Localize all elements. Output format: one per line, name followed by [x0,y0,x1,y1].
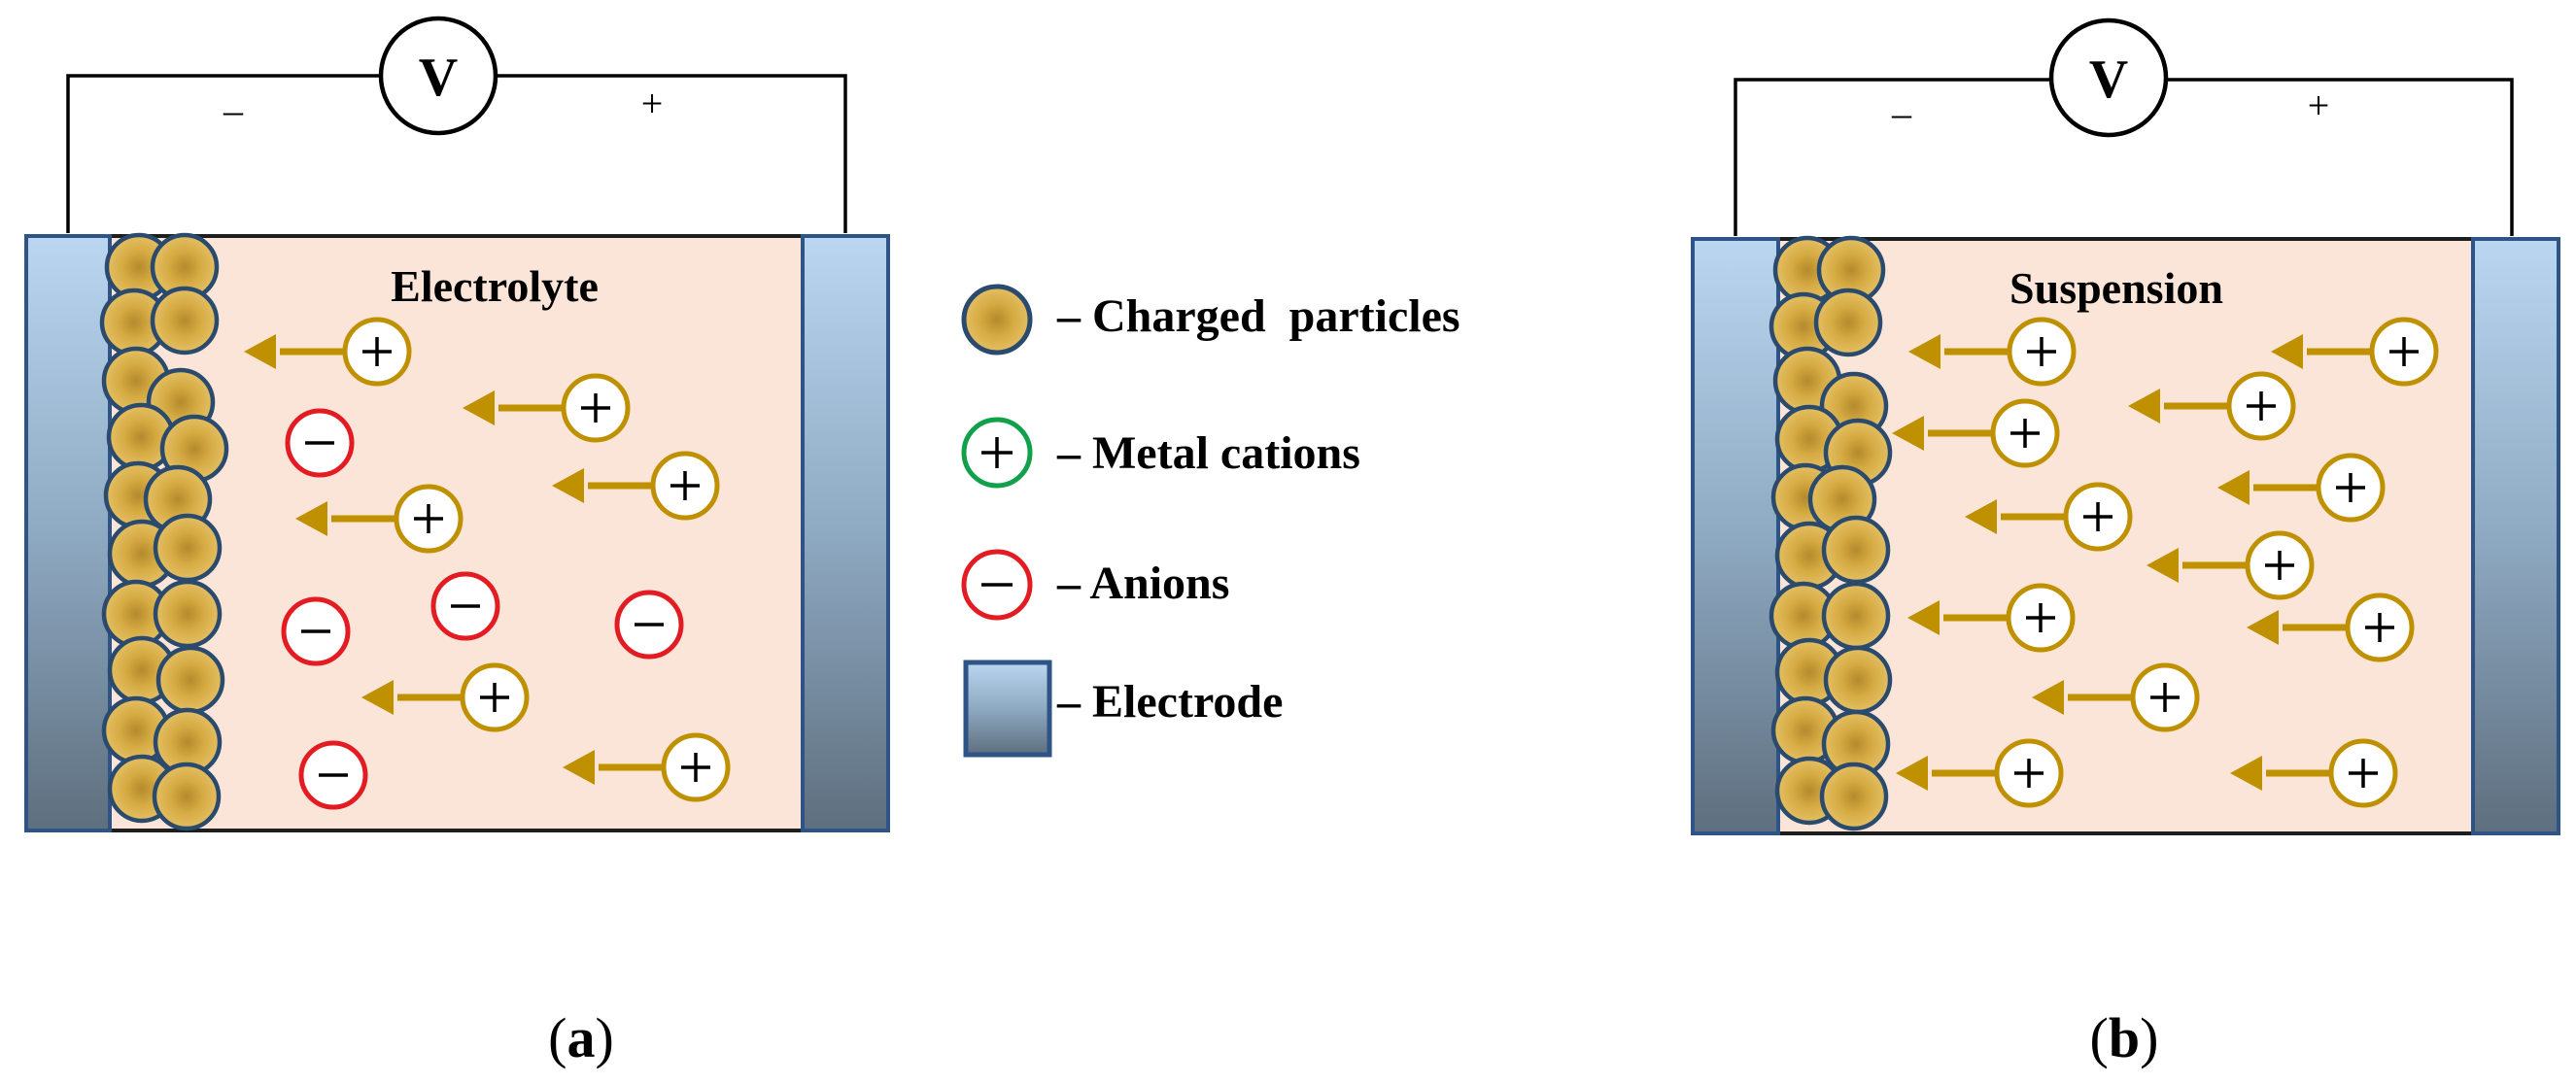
circuit-wire-b-right [2165,78,2514,236]
metal-cation [463,373,631,443]
arrow-head [1896,756,1928,791]
cathode-b [1691,237,1780,835]
anion [430,571,500,641]
anode-b [2471,237,2560,835]
anion [614,590,684,660]
cathode-a [24,234,112,832]
arrow-head [1907,600,1940,635]
arrow-head [2147,548,2179,583]
voltmeter-symbol-a: V [419,48,458,108]
metal-cation [1892,398,2060,468]
legend-electrode-label: – Electrode [1056,676,1283,728]
circuit-wire-b [1734,78,2052,236]
arrow-head [1908,334,1941,369]
anode-a [801,234,890,832]
legend-charged-particles-label: – Charged particles [1056,290,1460,342]
legend-metal-cation-icon [961,417,1033,489]
charged-particle [152,762,222,831]
metal-cation [1908,317,2077,387]
positive-terminal-b: + [2308,84,2330,127]
metal-cation [563,732,731,802]
metal-cation [361,662,530,732]
charged-particle [1821,581,1891,651]
arrow-head [295,501,327,536]
negative-terminal-a: – [223,88,244,132]
charged-particle [1821,515,1891,585]
charged-particle [153,513,223,583]
panel-a: V – + Electrolyte (a) [24,16,890,1069]
charged-particle [155,645,225,715]
circuit-wire-a-right [496,74,847,233]
anion [285,408,355,478]
anion [298,740,368,810]
arrow-head [563,750,595,785]
charged-particle [150,286,220,356]
arrow-head [244,334,276,369]
metal-cation [2147,530,2315,600]
particle-deposit-b [1769,235,1893,831]
positive-terminal-a: + [641,82,664,125]
particle-deposit-a [99,232,229,831]
charged-particle [153,579,223,649]
legend-electrode-icon [963,660,1052,758]
anion [281,596,351,666]
legend-anion-icon [961,549,1033,621]
negative-terminal-b: – [1891,91,1912,135]
voltmeter-a [378,16,498,136]
arrow-head [361,680,394,715]
metal-cation [1896,738,2064,808]
metal-cation [2271,317,2439,387]
metal-cation [2247,593,2415,662]
ions-b [1892,317,2439,808]
caption-b: (b) [2090,1006,2159,1069]
metal-cation [244,317,412,387]
metal-cation [1965,482,2133,552]
caption-a: (a) [548,1006,614,1069]
charged-particle [1823,645,1893,715]
charged-particle [1819,762,1889,831]
medium-label-a: Electrolyte [391,261,599,311]
arrow-head [2217,470,2250,505]
arrow-head [2128,389,2160,423]
voltmeter-b [2048,17,2169,138]
arrow-head [2230,756,2262,791]
metal-cation [552,451,720,521]
arrow-head [2247,610,2279,645]
medium-label-b: Suspension [2009,263,2223,313]
voltmeter-symbol-b: V [2089,50,2128,110]
metal-cation [2217,453,2386,523]
arrow-head [463,390,495,425]
legend-charged-particle-icon [961,284,1033,356]
panel-b: V – + Suspension (b) [1691,17,2560,1069]
circuit-wire-a [66,74,381,233]
legend-anions-label: – Anions [1056,558,1229,609]
arrow-head [1892,416,1924,451]
arrow-head [552,468,584,503]
ions-a [244,317,731,810]
legend-metal-cations-label: – Metal cations [1056,427,1360,479]
metal-cation [295,484,464,554]
arrow-head [2271,334,2303,369]
metal-cation [2128,371,2296,441]
arrow-head [2032,680,2064,715]
arrow-head [1965,499,1997,534]
metal-cation [2032,662,2200,732]
metal-cation [2230,738,2398,808]
metal-cation [1907,583,2076,653]
legend: – Charged particles – Metal cations – An… [961,284,1460,758]
charged-particle [1813,288,1883,357]
